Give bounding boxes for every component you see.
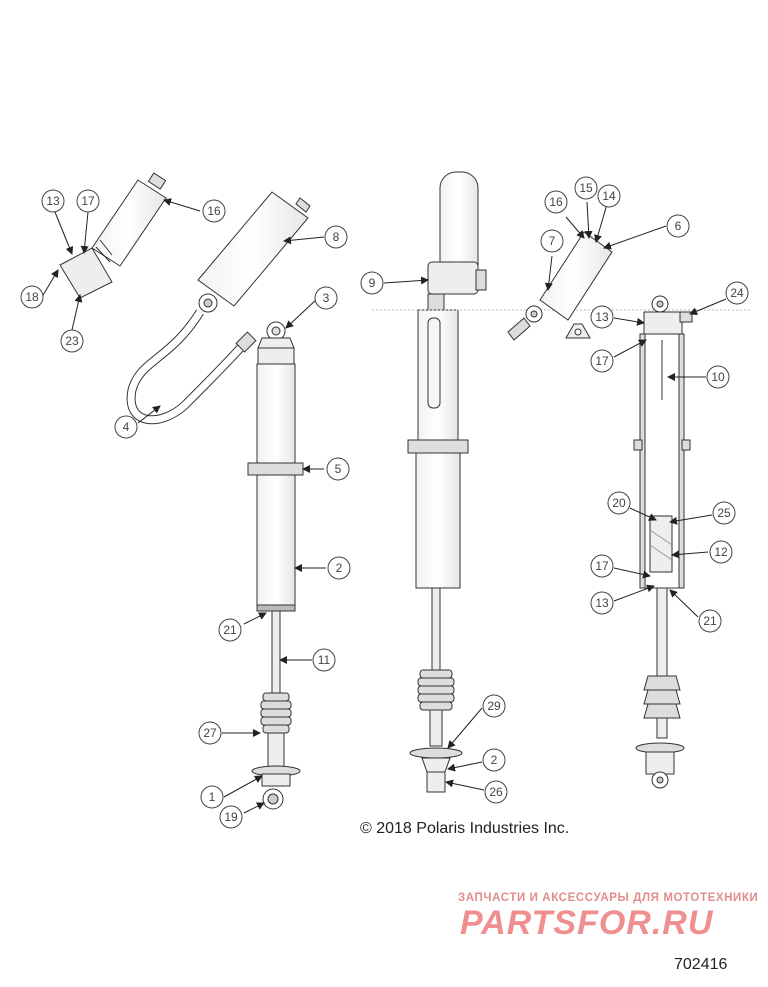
- callout-10: 10: [706, 365, 730, 389]
- left-shock: [247, 321, 304, 810]
- svg-text:17: 17: [81, 194, 95, 208]
- svg-text:17: 17: [595, 559, 609, 573]
- callout-23: 23: [60, 329, 84, 353]
- callout-13: 13: [590, 591, 614, 615]
- callout-5: 5: [326, 457, 350, 481]
- callout-25: 25: [712, 501, 736, 525]
- watermark-tagline: ЗАПЧАСТИ И АКСЕССУАРЫ ДЛЯ МОТОТЕХНИКИ: [458, 892, 759, 904]
- callout-13: 13: [41, 189, 65, 213]
- callout-14: 14: [597, 184, 621, 208]
- svg-text:16: 16: [549, 195, 563, 209]
- callout-2: 2: [482, 748, 506, 772]
- callout-15: 15: [574, 176, 598, 200]
- svg-text:1: 1: [209, 790, 216, 804]
- svg-text:3: 3: [323, 291, 330, 305]
- svg-text:15: 15: [579, 181, 593, 195]
- svg-text:20: 20: [612, 496, 626, 510]
- svg-text:26: 26: [489, 785, 503, 799]
- callout-balloons: 16 13 17 18 23 8 3 4 5 2 21 11 27 1 19 9…: [20, 176, 749, 829]
- svg-text:21: 21: [703, 614, 717, 628]
- watermark-logo: PARTSFOR.RU: [460, 904, 714, 942]
- leader-lines: [41, 198, 727, 814]
- remote-reservoir: [197, 191, 311, 313]
- svg-text:6: 6: [675, 219, 682, 233]
- reservoir-hose: [126, 309, 257, 425]
- svg-text:2: 2: [491, 753, 498, 767]
- callout-29: 29: [482, 694, 506, 718]
- svg-text:11: 11: [318, 653, 331, 667]
- callout-3: 3: [314, 286, 338, 310]
- svg-text:19: 19: [224, 810, 238, 824]
- callout-17: 17: [590, 349, 614, 373]
- callout-9: 9: [360, 271, 384, 295]
- callout-21: 21: [698, 609, 722, 633]
- callout-1: 1: [200, 785, 224, 809]
- svg-text:13: 13: [46, 194, 60, 208]
- callout-4: 4: [114, 415, 138, 439]
- svg-text:27: 27: [203, 726, 217, 740]
- callout-21: 21: [218, 618, 242, 642]
- callout-13: 13: [590, 305, 614, 329]
- svg-text:29: 29: [487, 699, 501, 713]
- svg-text:14: 14: [602, 189, 616, 203]
- svg-text:16: 16: [207, 204, 221, 218]
- svg-text:21: 21: [223, 623, 237, 637]
- svg-text:12: 12: [714, 545, 728, 559]
- copyright-notice: © 2018 Polaris Industries Inc.: [360, 820, 570, 837]
- callout-2: 2: [327, 556, 351, 580]
- callout-16: 16: [544, 190, 568, 214]
- callout-11: 11: [312, 648, 336, 672]
- sectional-shock: [633, 295, 693, 789]
- svg-text:10: 10: [711, 370, 725, 384]
- svg-text:9: 9: [369, 276, 376, 290]
- svg-text:25: 25: [717, 506, 731, 520]
- callout-20: 20: [607, 491, 631, 515]
- svg-text:8: 8: [333, 230, 340, 244]
- callout-18: 18: [20, 285, 44, 309]
- svg-text:23: 23: [65, 334, 79, 348]
- callout-8: 8: [324, 225, 348, 249]
- small-reservoir-right: [507, 231, 613, 341]
- callout-16: 16: [202, 199, 226, 223]
- callout-24: 24: [725, 281, 749, 305]
- callout-12: 12: [709, 540, 733, 564]
- svg-text:13: 13: [595, 310, 609, 324]
- small-reservoir-left: [59, 172, 167, 299]
- callout-6: 6: [666, 214, 690, 238]
- svg-text:2: 2: [336, 561, 343, 575]
- callout-7: 7: [540, 229, 564, 253]
- svg-text:24: 24: [730, 286, 744, 300]
- svg-text:7: 7: [549, 234, 556, 248]
- callout-17: 17: [76, 189, 100, 213]
- figure-id: 702416: [674, 956, 728, 973]
- callout-27: 27: [198, 721, 222, 745]
- svg-text:18: 18: [25, 290, 39, 304]
- middle-shock: [407, 171, 487, 793]
- callout-19: 19: [219, 805, 243, 829]
- svg-text:13: 13: [595, 596, 609, 610]
- callout-17: 17: [590, 554, 614, 578]
- svg-text:4: 4: [123, 420, 130, 434]
- svg-text:17: 17: [595, 354, 609, 368]
- callout-26: 26: [484, 780, 508, 804]
- svg-text:5: 5: [335, 462, 342, 476]
